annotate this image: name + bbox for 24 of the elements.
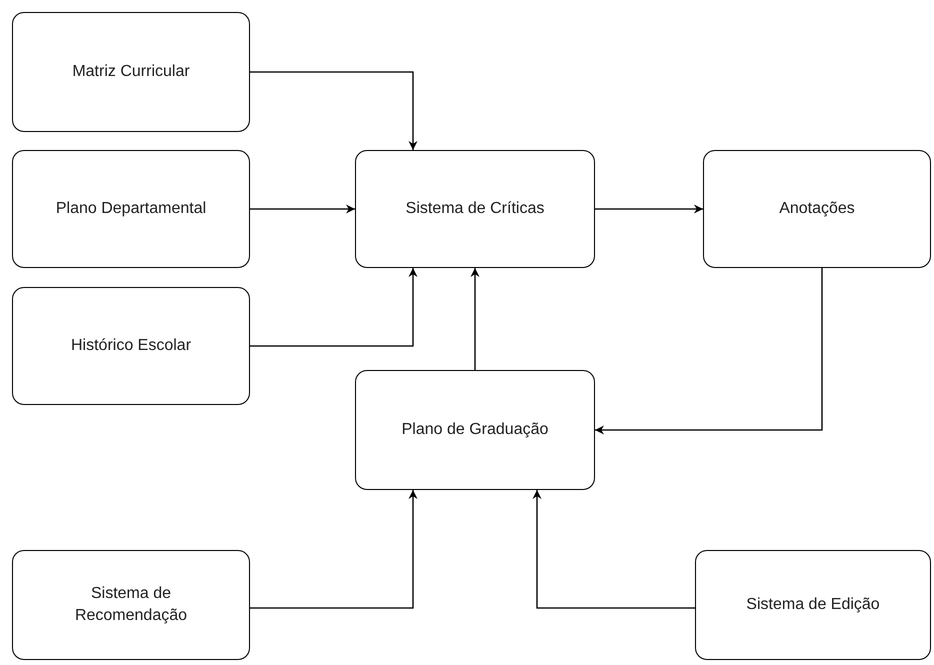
arrow bbox=[250, 71, 418, 150]
box-label: Sistema de Edição bbox=[746, 595, 880, 615]
process-box bbox=[695, 550, 931, 660]
box-label: Plano de Graduação bbox=[402, 420, 548, 440]
process-box bbox=[12, 287, 250, 405]
box-label: Matriz Curricular bbox=[72, 62, 190, 82]
arrow bbox=[595, 268, 823, 434]
box-label: Histórico Escolar bbox=[70, 336, 192, 356]
process-box bbox=[12, 550, 250, 660]
arrow bbox=[250, 490, 418, 609]
box-label: Sistema de Recomendação bbox=[74, 584, 188, 626]
process-box bbox=[12, 12, 250, 132]
box-label: Plano Departamental bbox=[56, 199, 206, 219]
box-label: Anotações bbox=[779, 199, 855, 219]
arrow bbox=[250, 268, 418, 347]
box-label: Sistema de Críticas bbox=[406, 199, 544, 219]
process-box bbox=[12, 150, 250, 268]
arrow bbox=[595, 204, 703, 214]
arrow bbox=[250, 204, 355, 214]
process-box bbox=[703, 150, 931, 268]
process-box bbox=[355, 150, 595, 268]
process-box bbox=[355, 370, 595, 490]
arrow bbox=[470, 268, 480, 370]
arrow bbox=[532, 490, 695, 609]
